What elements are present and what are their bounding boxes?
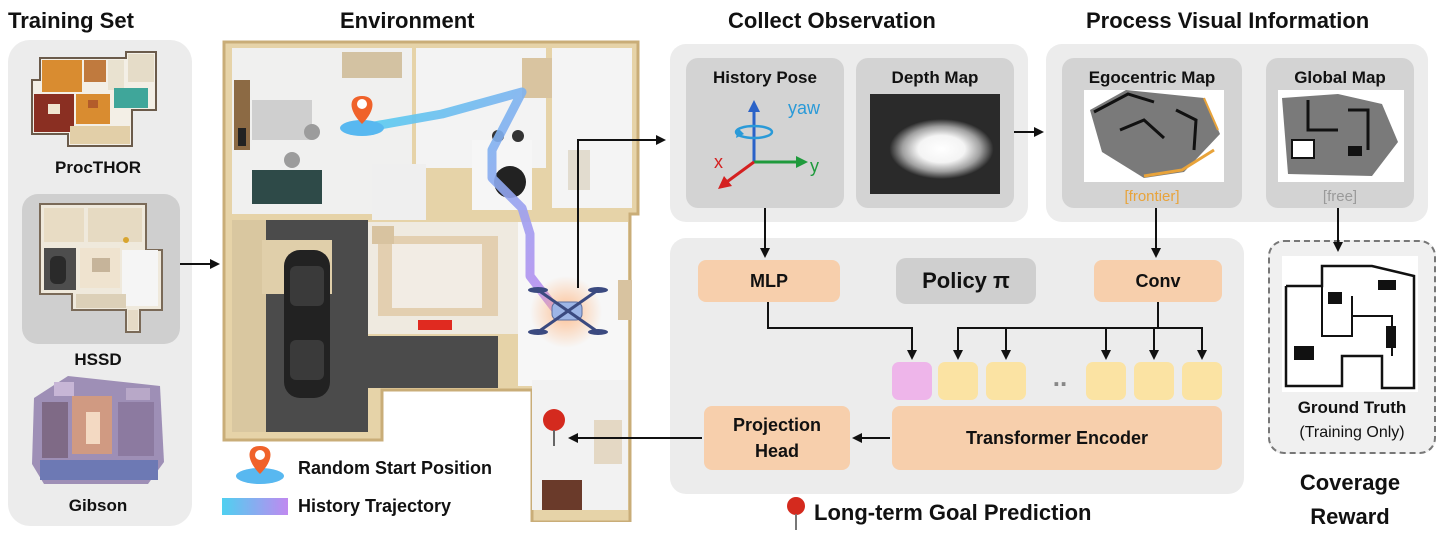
- visual-token-5: [1182, 362, 1222, 400]
- global-map-label: Global Map: [1294, 68, 1386, 87]
- pose-axes-diagram: yaw x y: [714, 98, 821, 189]
- projection-head-block: Projection Head: [704, 406, 850, 470]
- collect-observation-header: Collect Observation: [728, 8, 936, 33]
- goal-prediction-label: Long-term Goal Prediction: [814, 500, 1092, 525]
- egocentric-map-image: [1084, 90, 1224, 182]
- trajectory-legend-swatch: [222, 498, 288, 515]
- frontier-label: [frontier]: [1124, 188, 1180, 205]
- depth-map-label: Depth Map: [891, 68, 979, 87]
- environment-header: Environment: [340, 8, 475, 33]
- token-ellipsis: ..: [1052, 362, 1068, 392]
- depth-map-image: [870, 94, 1000, 194]
- arrow-mlp-to-token: [767, 302, 917, 360]
- arrow-env-to-observation: [577, 135, 666, 288]
- visual-token-4: [1134, 362, 1174, 400]
- visual-token-3: [1086, 362, 1126, 400]
- visual-token-2: [986, 362, 1026, 400]
- policy-title: Policy π: [896, 258, 1036, 304]
- history-pose-card: [686, 58, 844, 208]
- egocentric-map-label: Egocentric Map: [1088, 68, 1216, 87]
- trajectory-legend-label: History Trajectory: [298, 496, 452, 516]
- y-axis-label: y: [810, 156, 819, 176]
- procthor-floorplan-image: [31, 51, 157, 147]
- coverage-reward-label: Coverage Reward: [1299, 470, 1401, 529]
- gibson-label: Gibson: [68, 496, 128, 515]
- conv-bus: [957, 302, 1159, 358]
- history-pose-label: History Pose: [713, 68, 817, 87]
- global-map-image: [1278, 90, 1404, 182]
- start-position-legend-label: Random Start Position: [298, 458, 493, 478]
- pose-token: [892, 362, 932, 400]
- projection-head-label: Projection Head: [732, 415, 821, 461]
- visual-token-1: [938, 362, 978, 400]
- procthor-label: ProcTHOR: [55, 158, 141, 177]
- gibson-scan-image: [32, 376, 164, 484]
- environment-floorplan-image: [222, 40, 640, 522]
- process-visual-header: Process Visual Information: [1086, 8, 1370, 33]
- hssd-label: HSSD: [74, 350, 122, 369]
- start-position-legend-icon: [236, 446, 284, 484]
- ground-truth-note: (Training Only): [1299, 424, 1405, 441]
- x-axis-label: x: [714, 152, 723, 172]
- goal-pushpin-icon: [787, 497, 805, 530]
- free-label: [free]: [1322, 188, 1358, 205]
- mlp-block: MLP: [698, 260, 840, 302]
- conv-block: Conv: [1094, 260, 1222, 302]
- ground-truth-map-image: [1282, 256, 1418, 392]
- transformer-encoder-block: Transformer Encoder: [892, 406, 1222, 470]
- ground-truth-title: Ground Truth: [1297, 398, 1407, 417]
- yaw-axis-label: yaw: [788, 98, 821, 118]
- training-set-header: Training Set: [8, 8, 134, 33]
- hssd-floorplan-image: [39, 203, 163, 333]
